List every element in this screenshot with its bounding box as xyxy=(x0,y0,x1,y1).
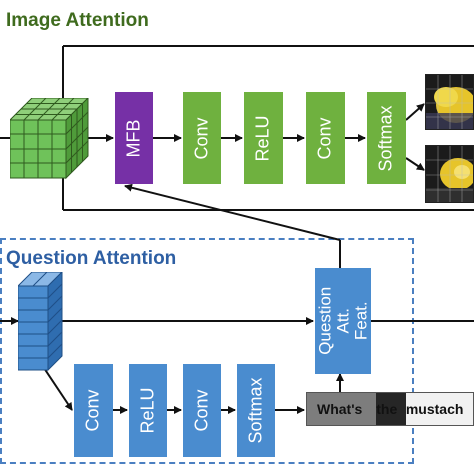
token-mustach: mustach xyxy=(405,393,473,425)
image-relu-label: ReLU xyxy=(253,114,274,162)
question-conv-2-label: Conv xyxy=(191,389,212,432)
image-conv-2-label: Conv xyxy=(315,116,336,160)
question-conv-block-1: Conv xyxy=(74,364,113,457)
token-whats: What's xyxy=(307,393,377,425)
image-conv-1-label: Conv xyxy=(191,116,212,160)
question-softmax-block: Softmax xyxy=(237,364,275,457)
question-conv-block-2: Conv xyxy=(183,364,221,457)
question-relu-block: ReLU xyxy=(129,364,167,457)
attention-map-2-image xyxy=(426,146,473,202)
mfb-block: MFB xyxy=(115,92,153,184)
question-conv-1-label: Conv xyxy=(83,389,104,432)
arrow-softmax-to-map2 xyxy=(405,157,425,171)
image-softmax-label: Softmax xyxy=(376,104,397,172)
attention-map-thumbnail-1 xyxy=(425,74,474,130)
question-feature-tensor-icon xyxy=(18,272,63,372)
arrow-qfeat-to-mfb xyxy=(124,183,341,241)
question-att-feat-block: Question Att. Feat. xyxy=(315,268,371,374)
question-softmax-label: Softmax xyxy=(245,377,266,444)
image-conv-block-2: Conv xyxy=(306,92,345,184)
image-feature-tensor-icon xyxy=(10,98,89,180)
image-attention-title: Image Attention xyxy=(6,10,149,31)
image-softmax-block: Softmax xyxy=(367,92,406,184)
attention-map-thumbnail-2 xyxy=(425,145,474,203)
mfb-label: MFB xyxy=(123,118,144,157)
question-attention-container xyxy=(0,238,414,464)
arrow-softmax-to-map1 xyxy=(405,103,425,121)
question-relu-label: ReLU xyxy=(137,387,158,434)
image-relu-block: ReLU xyxy=(244,92,283,184)
attention-map-1-image xyxy=(426,75,473,129)
token-the: the xyxy=(376,393,406,425)
image-conv-block-1: Conv xyxy=(183,92,221,184)
question-att-feat-label: Question Att. Feat. xyxy=(315,286,370,356)
question-token-attention-bar: What's the mustach xyxy=(306,392,474,426)
question-attention-title: Question Attention xyxy=(6,248,177,269)
